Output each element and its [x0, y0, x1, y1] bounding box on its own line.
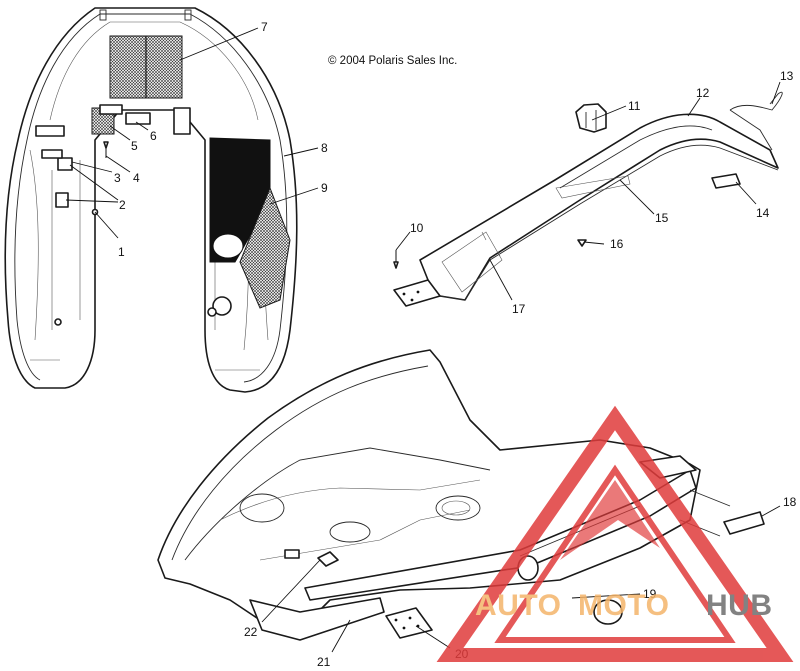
callout-7: 7 [261, 20, 268, 34]
callout-15: 15 [655, 211, 669, 225]
callout-16: 16 [610, 237, 624, 251]
callout-8: 8 [321, 141, 328, 155]
callout-21: 21 [317, 655, 331, 669]
callout-10: 10 [410, 221, 424, 235]
watermark: AUTO MOTO HUB [436, 405, 794, 662]
callout-17: 17 [512, 302, 526, 316]
callout-6: 6 [150, 129, 157, 143]
callout-12: 12 [696, 86, 710, 100]
callout-1: 1 [118, 245, 125, 259]
callout-4: 4 [133, 171, 140, 185]
leader-lines [65, 27, 781, 653]
seat-assembly [393, 91, 783, 307]
callout-11: 11 [628, 99, 641, 113]
callout-19: 19 [643, 587, 657, 601]
callout-5: 5 [131, 139, 138, 153]
callout-13: 13 [780, 69, 794, 83]
watermark-hub: HUB [706, 589, 773, 622]
hood-underside [4, 7, 298, 393]
callout-2: 2 [119, 198, 126, 212]
hood-side-view [157, 349, 765, 641]
watermark-moto: MOTO [578, 589, 669, 622]
watermark-auto: AUTO [475, 589, 561, 622]
callout-22: 22 [244, 625, 258, 639]
watermark-logo [436, 405, 794, 662]
callout-18: 18 [783, 495, 797, 509]
callout-9: 9 [321, 181, 328, 195]
copyright-notice: © 2004 Polaris Sales Inc. [328, 55, 457, 67]
callout-14: 14 [756, 206, 770, 220]
callout-3: 3 [114, 171, 121, 185]
